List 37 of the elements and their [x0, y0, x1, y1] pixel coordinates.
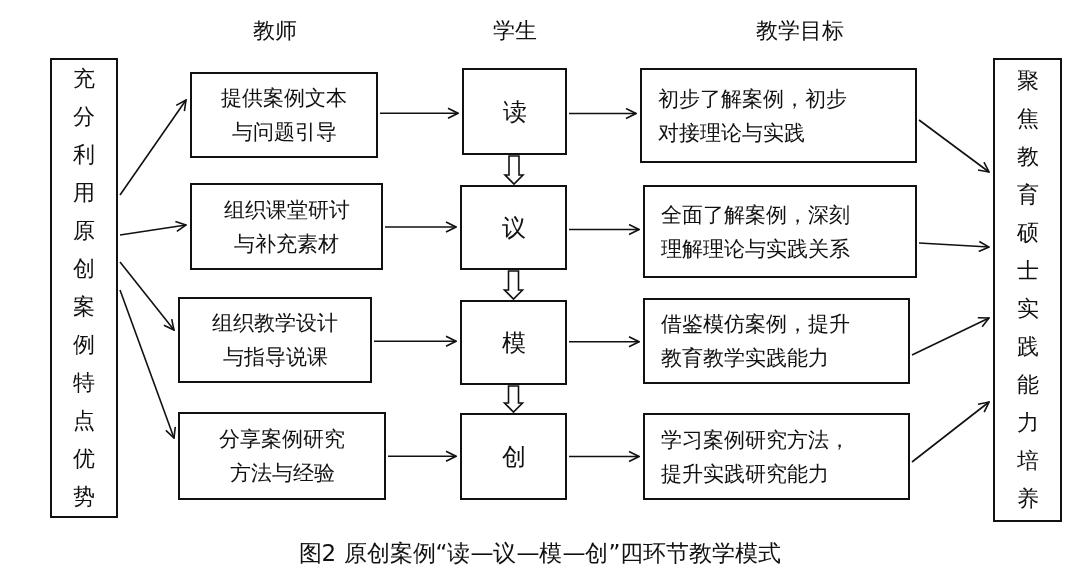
column-heading: 学生	[493, 17, 537, 45]
block-arrow	[503, 155, 525, 186]
arrow	[568, 450, 640, 463]
side-box: 聚焦教育硕士实践能力培养	[993, 58, 1062, 522]
side-box: 充分利用原创案例特点优势	[50, 58, 118, 518]
goal-box: 全面了解案例，深刻理解理论与实践关系	[643, 185, 917, 278]
student-box: 模	[460, 300, 567, 385]
arrow	[379, 107, 459, 120]
arrow	[911, 317, 990, 356]
column-heading: 教师	[253, 17, 297, 45]
arrow	[911, 401, 990, 463]
teacher-box: 组织教学设计与指导说课	[178, 297, 372, 383]
goal-box: 初步了解案例，初步对接理论与实践	[640, 68, 917, 163]
goal-box: 学习案例研究方法，提升实践研究能力	[643, 413, 910, 500]
arrow	[918, 119, 990, 173]
arrow	[119, 220, 187, 236]
block-arrow	[502, 270, 525, 301]
teacher-box: 组织课堂研讨与补充素材	[190, 183, 383, 270]
figure-caption: 图2 原创案例“读—议—模—创”四环节教学模式	[298, 539, 782, 568]
arrow	[119, 99, 187, 196]
student-box: 议	[460, 185, 567, 270]
block-arrow	[502, 385, 525, 414]
teacher-box: 分享案例研究方法与经验	[178, 412, 386, 500]
arrow	[918, 240, 990, 253]
goal-box: 借鉴模仿案例，提升教育教学实践能力	[643, 298, 910, 384]
arrow	[119, 261, 175, 331]
arrow	[387, 450, 457, 463]
arrow	[568, 335, 640, 348]
arrow	[568, 223, 640, 236]
arrow	[384, 221, 457, 233]
arrow	[568, 107, 637, 120]
teacher-box: 提供案例文本与问题引导	[190, 72, 378, 158]
column-heading: 教学目标	[756, 17, 844, 45]
arrow	[119, 289, 177, 439]
arrow	[373, 335, 457, 348]
student-box: 读	[462, 68, 567, 155]
student-box: 创	[460, 413, 567, 500]
